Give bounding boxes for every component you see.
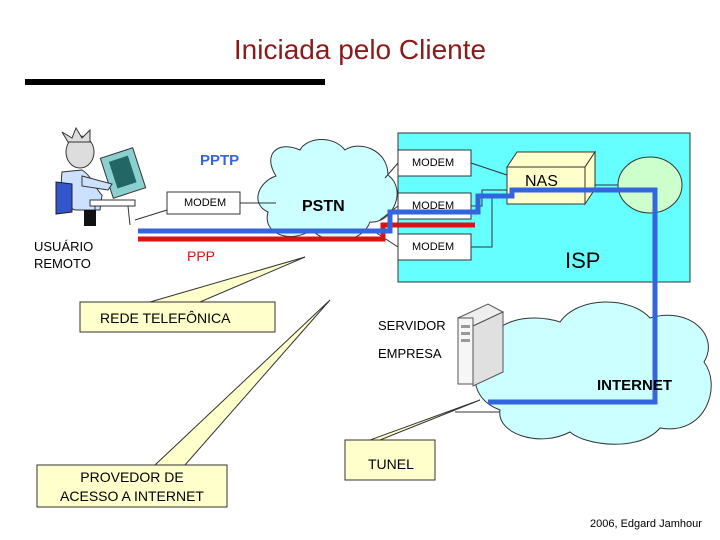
- usuario-remoto-label: USUÁRIO REMOTO: [34, 239, 94, 271]
- servidor-label: SERVIDOR: [378, 318, 446, 333]
- pstn-cloud: [257, 139, 398, 241]
- modem-isp-1-label: MODEM: [412, 157, 455, 169]
- rede-telefonica-label: REDE TELEFÔNICA: [100, 310, 231, 326]
- title-underline: [25, 79, 325, 85]
- user-icon: [55, 126, 147, 226]
- modem-isp-3-label: MODEM: [412, 241, 455, 253]
- tunel-label: TUNEL: [368, 456, 414, 472]
- internet-cloud: [475, 301, 712, 445]
- router-icon: [617, 156, 683, 214]
- nas-box-top: [506, 151, 596, 168]
- page-title: Iniciada pelo Cliente: [233, 34, 487, 65]
- server-icon: [456, 303, 505, 387]
- ppp-label: PPP: [187, 248, 216, 264]
- pptp-label: PPTP: [200, 152, 240, 169]
- modem-isp-1: [397, 149, 472, 177]
- nas-label: NAS: [525, 173, 558, 190]
- credit-text: 2006, Edgard Jamhour: [590, 518, 702, 530]
- pptp-tunnel-line: [138, 187, 658, 405]
- modem-isp-2-label: MODEM: [412, 200, 455, 212]
- provedor-callout: [36, 464, 228, 508]
- isp-label: ISP: [565, 248, 601, 273]
- pstn-label: PSTN: [302, 198, 345, 215]
- empresa-label: EMPRESA: [378, 346, 442, 361]
- modem-client-label: MODEM: [184, 197, 227, 209]
- rede-telefonica-callout: [79, 301, 276, 333]
- internet-label: INTERNET: [597, 377, 672, 394]
- nas-box: [506, 166, 586, 205]
- rede-telefonica-pointer: [149, 256, 306, 303]
- provedor-label: PROVEDOR DE ACESSO A INTERNET: [60, 469, 204, 504]
- tunel-callout: [344, 439, 436, 481]
